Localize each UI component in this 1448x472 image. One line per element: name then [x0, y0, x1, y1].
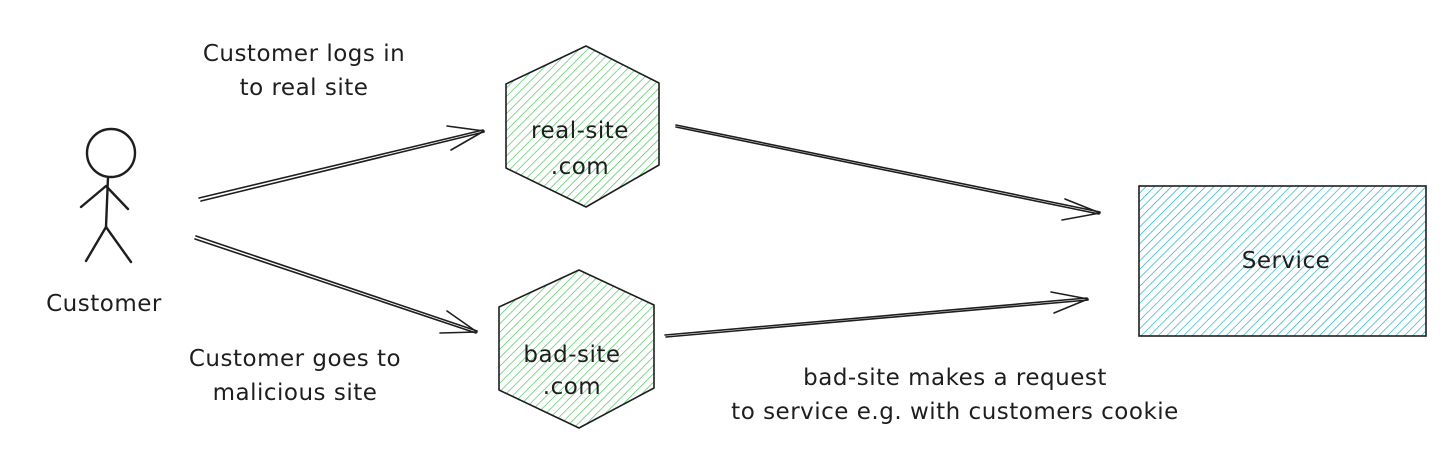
- arrow-customer-to-bad-site: [194, 235, 478, 334]
- customer-body: [104, 175, 110, 229]
- malicious-label-line2: malicious site: [213, 380, 378, 406]
- malicious-label-line1: Customer goes to: [189, 346, 401, 372]
- real-site-node: real-site .com: [505, 45, 660, 208]
- bad-site-label-line1: bad-site: [523, 342, 620, 368]
- real-site-hexagon: [505, 45, 660, 208]
- request-label-line2: to service e.g. with customers cookie: [731, 399, 1179, 425]
- service-node: Service: [1138, 185, 1427, 337]
- bad-site-node: bad-site .com: [498, 269, 655, 429]
- arrow-real-site-to-service: [675, 124, 1101, 221]
- customer-head: [85, 127, 137, 179]
- customer-legs: [84, 225, 133, 264]
- request-label-line1: bad-site makes a request: [803, 365, 1107, 391]
- arrow-customer-to-real-site: [198, 125, 485, 202]
- real-site-label-line2: .com: [551, 154, 609, 180]
- bad-site-hexagon: [498, 269, 655, 429]
- real-site-label-line1: real-site: [531, 118, 629, 144]
- login-label-line2: to real site: [240, 75, 369, 101]
- customer-actor-icon: [79, 127, 137, 264]
- customer-label: Customer: [46, 291, 162, 317]
- customer-arms: [79, 184, 130, 211]
- bad-site-label-line2: .com: [543, 374, 601, 400]
- service-box: [1138, 185, 1427, 337]
- arrow-bad-site-to-service: [664, 291, 1089, 338]
- login-label-line1: Customer logs in: [203, 41, 405, 67]
- service-label: Service: [1242, 248, 1331, 274]
